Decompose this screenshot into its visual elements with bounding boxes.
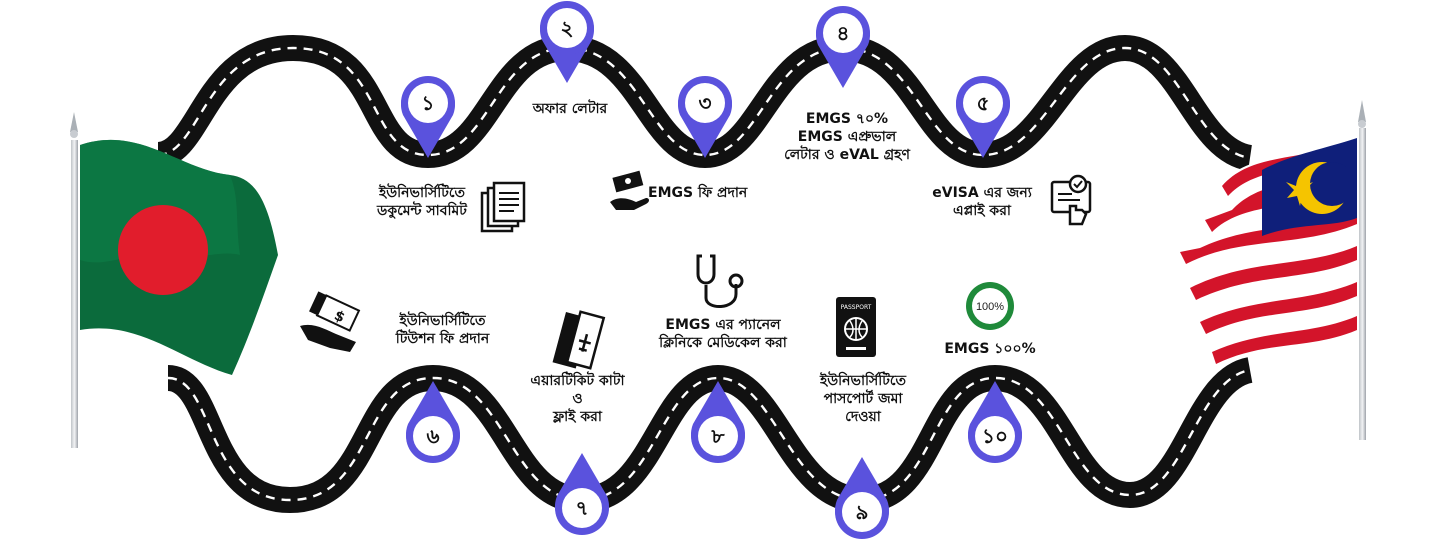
pin-step-3: ৩ bbox=[677, 76, 732, 158]
passport-icon: PASSPORT bbox=[836, 297, 876, 357]
step-5-label: eVISA এর জন্য এপ্লাই করা bbox=[916, 184, 1048, 220]
step-7-label: এয়ারটিকিট কাটা ও ফ্লাই করা bbox=[510, 372, 645, 426]
pin-number-1: ১ bbox=[422, 91, 435, 115]
air-ticket-icon bbox=[552, 310, 606, 370]
step-6-label: ইউনিভার্সিটিতে টিউশন ফি প্রদান bbox=[380, 312, 505, 348]
step-4-label: EMGS ৭০% EMGS এপ্রুভাল লেটার ও eVAL গ্রহ… bbox=[762, 110, 932, 164]
payment-hand-icon bbox=[610, 170, 649, 210]
step-7-line-3: ফ্লাই করা bbox=[553, 409, 602, 425]
pin-number-7: ৭ bbox=[575, 496, 588, 520]
stethoscope-icon bbox=[696, 254, 744, 308]
step-pins: ১ ২ ৩ ৪ ৫ ৬ ৭ ৮ ৯ ১০ bbox=[401, 1, 1022, 539]
pin-number-8: ৮ bbox=[711, 424, 726, 448]
pin-number-4: ৪ bbox=[837, 21, 850, 45]
pin-step-7: ৭ bbox=[555, 453, 609, 535]
step-6-line-2: টিউশন ফি প্রদান bbox=[395, 331, 490, 347]
progress-circle-icon: 100% bbox=[966, 282, 1014, 330]
apply-form-icon bbox=[1050, 174, 1092, 226]
step-1-line-2: ডকুমেন্ট সাবমিট bbox=[377, 203, 467, 219]
step-4-line-3: লেটার ও eVAL গ্রহণ bbox=[784, 147, 910, 163]
pin-step-10: ১০ bbox=[968, 381, 1022, 463]
pin-step-2: ২ bbox=[540, 1, 594, 84]
pin-step-8: ৮ bbox=[691, 381, 745, 463]
pin-number-9: ৯ bbox=[856, 500, 869, 524]
step-9-label: ইউনিভার্সিটিতে পাসপোর্ট জমা দেওয়া bbox=[798, 372, 928, 426]
pin-number-10: ১০ bbox=[982, 424, 1008, 448]
passport-label: PASSPORT bbox=[841, 304, 872, 311]
pin-number-3: ৩ bbox=[698, 91, 711, 115]
pin-step-6: ৬ bbox=[406, 381, 460, 463]
step-9-line-1: ইউনিভার্সিটিতে bbox=[819, 373, 907, 389]
step-4-line-1: EMGS ৭০% bbox=[805, 111, 889, 127]
road-lower bbox=[165, 357, 1254, 514]
cash-hand-icon: $ bbox=[300, 291, 361, 352]
step-7-line-1: এয়ারটিকিট কাটা bbox=[530, 373, 625, 389]
pin-number-2: ২ bbox=[560, 16, 573, 40]
step-2-label: অফার লেটার bbox=[510, 100, 630, 118]
bangladesh-flag bbox=[70, 112, 278, 448]
step-1-line-1: ইউনিভার্সিটিতে bbox=[378, 185, 466, 201]
progress-value: 100% bbox=[976, 301, 1004, 313]
step-8-line-2: ক্লিনিকে মেডিকেল করা bbox=[659, 335, 787, 351]
step-10-label: EMGS ১০০% bbox=[930, 340, 1050, 358]
step-3-label: EMGS ফি প্রদান bbox=[648, 184, 778, 202]
step-1-label: ইউনিভার্সিটিতে ডকুমেন্ট সাবমিট bbox=[362, 184, 482, 220]
step-8-line-1: EMGS এর প্যানেল bbox=[665, 317, 781, 333]
pin-number-5: ৫ bbox=[977, 91, 990, 115]
documents-icon bbox=[480, 181, 526, 233]
pin-number-6: ৬ bbox=[426, 424, 439, 448]
step-4-line-2: EMGS এপ্রুভাল bbox=[797, 129, 897, 145]
step-3-line-1: EMGS ফি প্রদান bbox=[648, 185, 748, 201]
step-10-line-1: EMGS ১০০% bbox=[944, 341, 1036, 357]
pin-step-4: ৪ bbox=[815, 6, 870, 89]
step-5-line-2: এপ্লাই করা bbox=[953, 203, 1011, 219]
step-2-line-1: অফার লেটার bbox=[532, 101, 608, 117]
step-5-line-1: eVISA এর জন্য bbox=[932, 185, 1032, 201]
step-9-line-3: দেওয়া bbox=[845, 409, 881, 425]
step-8-label: EMGS এর প্যানেল ক্লিনিকে মেডিকেল করা bbox=[628, 316, 818, 352]
pin-step-9: ৯ bbox=[834, 457, 889, 539]
pin-step-1: ১ bbox=[401, 76, 455, 158]
step-6-line-1: ইউনিভার্সিটিতে bbox=[399, 313, 486, 329]
step-9-line-2: পাসপোর্ট জমা bbox=[823, 391, 903, 407]
malaysia-flag bbox=[1160, 100, 1366, 440]
step-7-line-2: ও bbox=[572, 391, 583, 407]
pin-step-5: ৫ bbox=[956, 76, 1010, 158]
